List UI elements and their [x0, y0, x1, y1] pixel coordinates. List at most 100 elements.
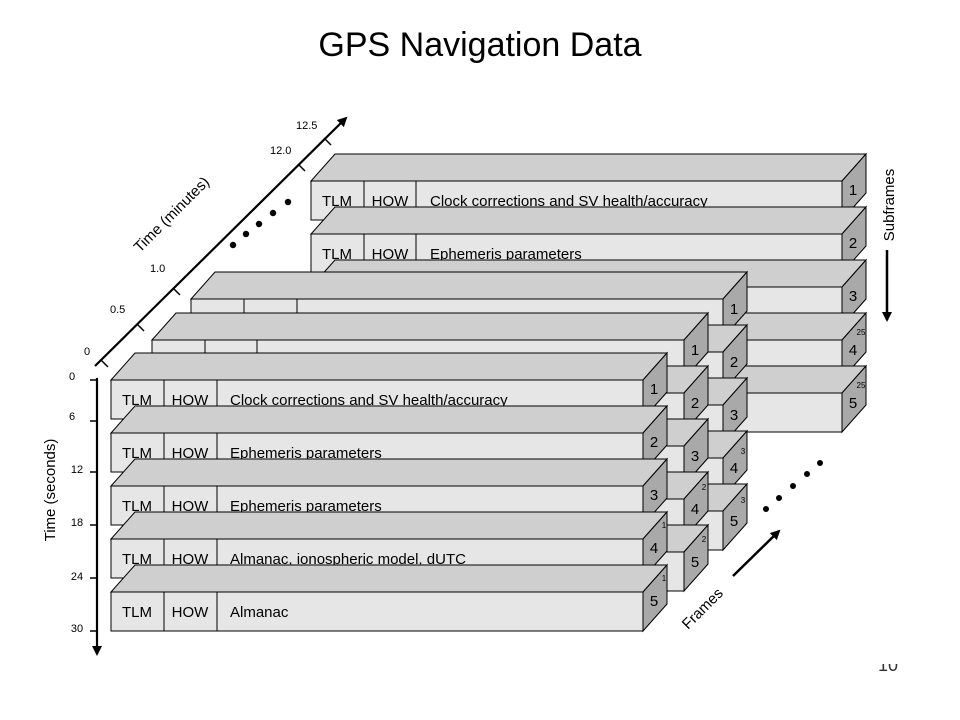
subframe-number: 5 [730, 513, 738, 530]
time-minutes-tick-label: 0 [84, 346, 90, 358]
subframes-indicator: Subframes [881, 169, 898, 322]
tlm-cell: TLM [122, 498, 152, 515]
time-minutes-tick-label: 0.5 [110, 304, 125, 316]
subframe-number: 3 [691, 448, 699, 465]
subframe-description: Ephemeris parameters [230, 445, 382, 462]
time-minutes-tick-label: 12.5 [296, 120, 317, 132]
how-cell: HOW [172, 498, 210, 515]
subframe-description: Clock corrections and SV health/accuracy [230, 392, 508, 409]
tlm-cell: TLM [122, 551, 152, 568]
frames-label: Frames [679, 585, 727, 633]
subframe-number: 2 [730, 354, 738, 371]
how-cell: HOW [172, 551, 210, 568]
how-cell: HOW [172, 445, 210, 462]
tlm-cell: TLM [122, 392, 152, 409]
frames-ellipsis-dot [776, 495, 782, 501]
time-minutes-ellipsis-dot [255, 220, 263, 228]
subframe-row-top [189, 271, 749, 300]
subframe-row-top [109, 458, 669, 487]
time-seconds-tick-label: 18 [71, 517, 83, 529]
subframe-row: TLM HOW Ephemeris parameters 2 [309, 205, 868, 275]
time-minutes-axis-label: Time (minutes) [131, 174, 213, 256]
subframe-description: Ephemeris parameters [430, 246, 582, 263]
frame-stack-front: TLM HOW Clock corrections and SV health/… [109, 351, 669, 633]
time-minutes-tick [100, 359, 109, 368]
how-cell: HOW [172, 392, 210, 409]
time-seconds-tick-label: 12 [71, 464, 83, 476]
subframe-number: 2 [849, 235, 857, 252]
subframe-number: 5 [650, 593, 658, 610]
time-minutes-tick-label: 12.0 [270, 145, 291, 157]
page-number-label: 2 [702, 483, 707, 492]
subframe-number: 3 [650, 487, 658, 504]
how-cell: HOW [172, 604, 210, 621]
subframe-row-top [109, 511, 669, 540]
page-number-label: 1 [662, 521, 667, 530]
tlm-cell: TLM [322, 193, 352, 210]
time-minutes-ellipsis-dot [284, 198, 292, 206]
page-number-label: 3 [741, 447, 746, 456]
subframe-number: 1 [849, 182, 857, 199]
page-number-label: 3 [741, 496, 746, 505]
time-minutes-tick [172, 287, 181, 296]
subframe-number: 1 [691, 342, 699, 359]
subframe-number: 1 [650, 381, 658, 398]
how-cell: HOW [372, 193, 410, 210]
subframe-number: 3 [849, 288, 857, 305]
time-minutes-ellipsis-dot [229, 241, 237, 249]
subframe-row-top [109, 564, 669, 593]
time-minutes-tick [297, 163, 306, 172]
subframe-description: Almanac [230, 604, 289, 621]
subframe-row: TLM HOW Clock corrections and SV health/… [309, 152, 868, 222]
tlm-cell: TLM [122, 445, 152, 462]
how-cell: HOW [372, 246, 410, 263]
time-minutes-tick-label: 1.0 [150, 263, 165, 275]
time-minutes-ellipsis-dot [242, 230, 250, 238]
time-seconds-tick-label: 30 [71, 623, 83, 635]
subframe-number: 2 [691, 395, 699, 412]
subframe-number: 4 [691, 501, 699, 518]
time-minutes-tick [136, 323, 145, 332]
page-number: 10 [878, 664, 918, 686]
frames-ellipsis-dot [763, 506, 769, 512]
page-number-label: 1 [662, 574, 667, 583]
subframe-row-top [109, 352, 669, 381]
time-minutes-ellipsis-dot [269, 209, 277, 217]
tlm-cell: TLM [322, 246, 352, 263]
time-minutes-tick [323, 137, 332, 146]
subframe-number: 4 [650, 540, 658, 557]
page-number-label: 25 [857, 381, 866, 390]
subframe-row-top [309, 206, 868, 235]
subframe-description: Almanac, ionospheric model, dUTC [230, 551, 466, 568]
page-title: GPS Navigation Data [318, 26, 642, 64]
subframes-label: Subframes [881, 169, 898, 242]
subframe-number: 2 [650, 434, 658, 451]
page-number-label: 25 [857, 328, 866, 337]
subframe-number: 4 [730, 460, 738, 477]
tlm-cell: TLM [122, 604, 152, 621]
frames-arrow [732, 529, 781, 577]
subframe-number: 1 [730, 301, 738, 318]
subframe-row-front [110, 591, 644, 632]
subframe-row: TLM HOW Almanac 5 1 [109, 563, 669, 633]
subframe-number: 5 [691, 554, 699, 571]
subframe-row-top [309, 153, 868, 182]
frames-ellipsis-dot [817, 460, 823, 466]
frames-ellipsis-dot [804, 471, 810, 477]
time-seconds-tick-label: 0 [69, 371, 75, 383]
subframe-row-top [150, 312, 710, 341]
subframe-number: 5 [849, 395, 857, 412]
time-seconds-axis: 0 6 12 18 24 30 Time (seconds) [42, 371, 102, 656]
frames-ellipsis-dot [790, 483, 796, 489]
subframe-description: Clock corrections and SV health/accuracy [430, 193, 708, 210]
subframe-row-top [109, 405, 669, 434]
time-seconds-axis-label: Time (seconds) [42, 439, 59, 542]
time-seconds-tick-label: 24 [71, 571, 83, 583]
time-seconds-tick-label: 6 [69, 411, 75, 423]
page-number-text: 10 [878, 664, 899, 675]
page-number-label: 2 [702, 535, 707, 544]
subframe-description: Ephemeris parameters [230, 498, 382, 515]
subframe-number: 3 [730, 407, 738, 424]
subframe-number: 4 [849, 342, 857, 359]
